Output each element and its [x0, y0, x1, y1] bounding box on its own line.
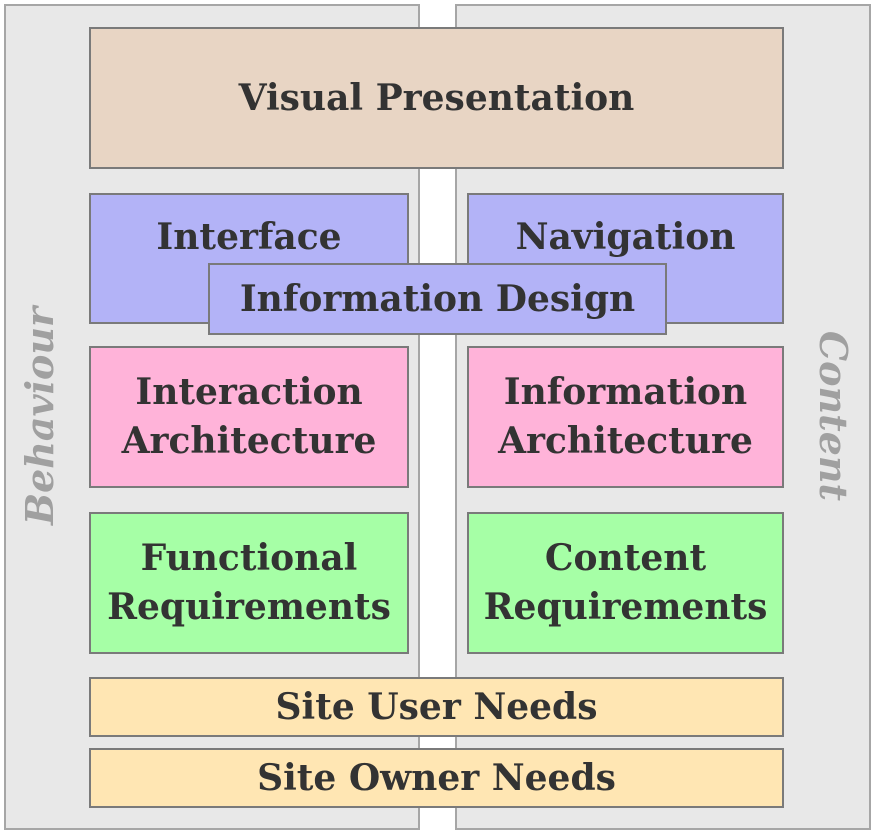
visual-presentation-box: Visual Presentation — [89, 27, 784, 169]
interaction-architecture-line-2: Architecture — [121, 420, 377, 462]
content-label: Content — [811, 330, 856, 502]
site-user-needs-box: Site User Needs — [89, 677, 784, 737]
functional-requirements-line-2: Requirements — [107, 586, 391, 628]
interaction-architecture-box: Interaction Architecture — [89, 346, 409, 488]
visual-presentation-label: Visual Presentation — [238, 76, 635, 119]
behaviour-label: Behaviour — [17, 306, 62, 526]
information-design-label: Information Design — [239, 277, 636, 320]
information-design-box: Information Design — [208, 263, 667, 335]
site-owner-needs-box: Site Owner Needs — [89, 748, 784, 808]
navigation-label: Navigation — [515, 216, 736, 258]
content-requirements-line-2: Requirements — [483, 586, 768, 628]
site-user-needs-label: Site User Needs — [275, 685, 598, 728]
site-owner-needs-label: Site Owner Needs — [257, 756, 616, 799]
content-requirements-line-1: Content — [544, 537, 707, 580]
information-architecture-line-1: Information — [503, 371, 748, 414]
functional-requirements-line-1: Functional — [140, 537, 358, 580]
information-architecture-box: Information Architecture — [467, 346, 784, 488]
information-architecture-line-2: Architecture — [498, 420, 753, 462]
interface-label: Interface — [156, 216, 342, 258]
content-requirements-box: Content Requirements — [467, 512, 784, 654]
functional-requirements-box: Functional Requirements — [89, 512, 409, 654]
interaction-architecture-line-1: Interaction — [135, 371, 363, 414]
navigation-box: Navigation — [467, 193, 784, 324]
